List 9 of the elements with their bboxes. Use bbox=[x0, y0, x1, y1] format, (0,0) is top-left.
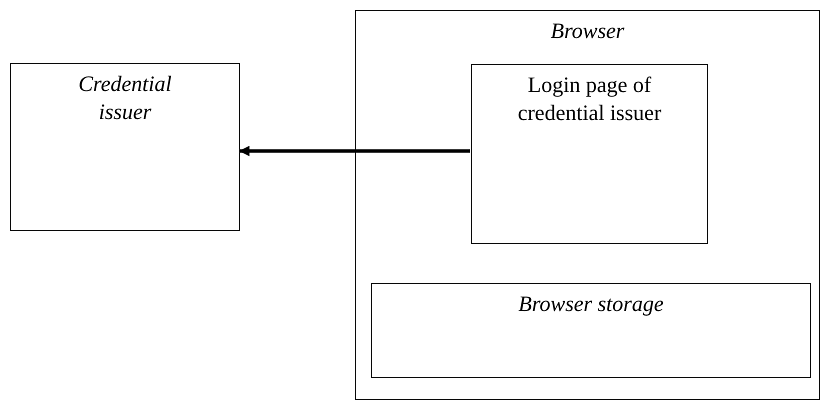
process-box bbox=[10, 63, 240, 231]
process-box bbox=[371, 283, 811, 378]
node-label: Browser storage bbox=[517, 290, 665, 318]
arrow bbox=[238, 146, 470, 156]
node-label: Browser bbox=[550, 17, 626, 45]
process-box bbox=[471, 64, 708, 244]
node-label: Login page of credential issuer bbox=[516, 71, 662, 127]
node-label: Credential issuer bbox=[77, 70, 173, 126]
container-box bbox=[355, 10, 820, 400]
